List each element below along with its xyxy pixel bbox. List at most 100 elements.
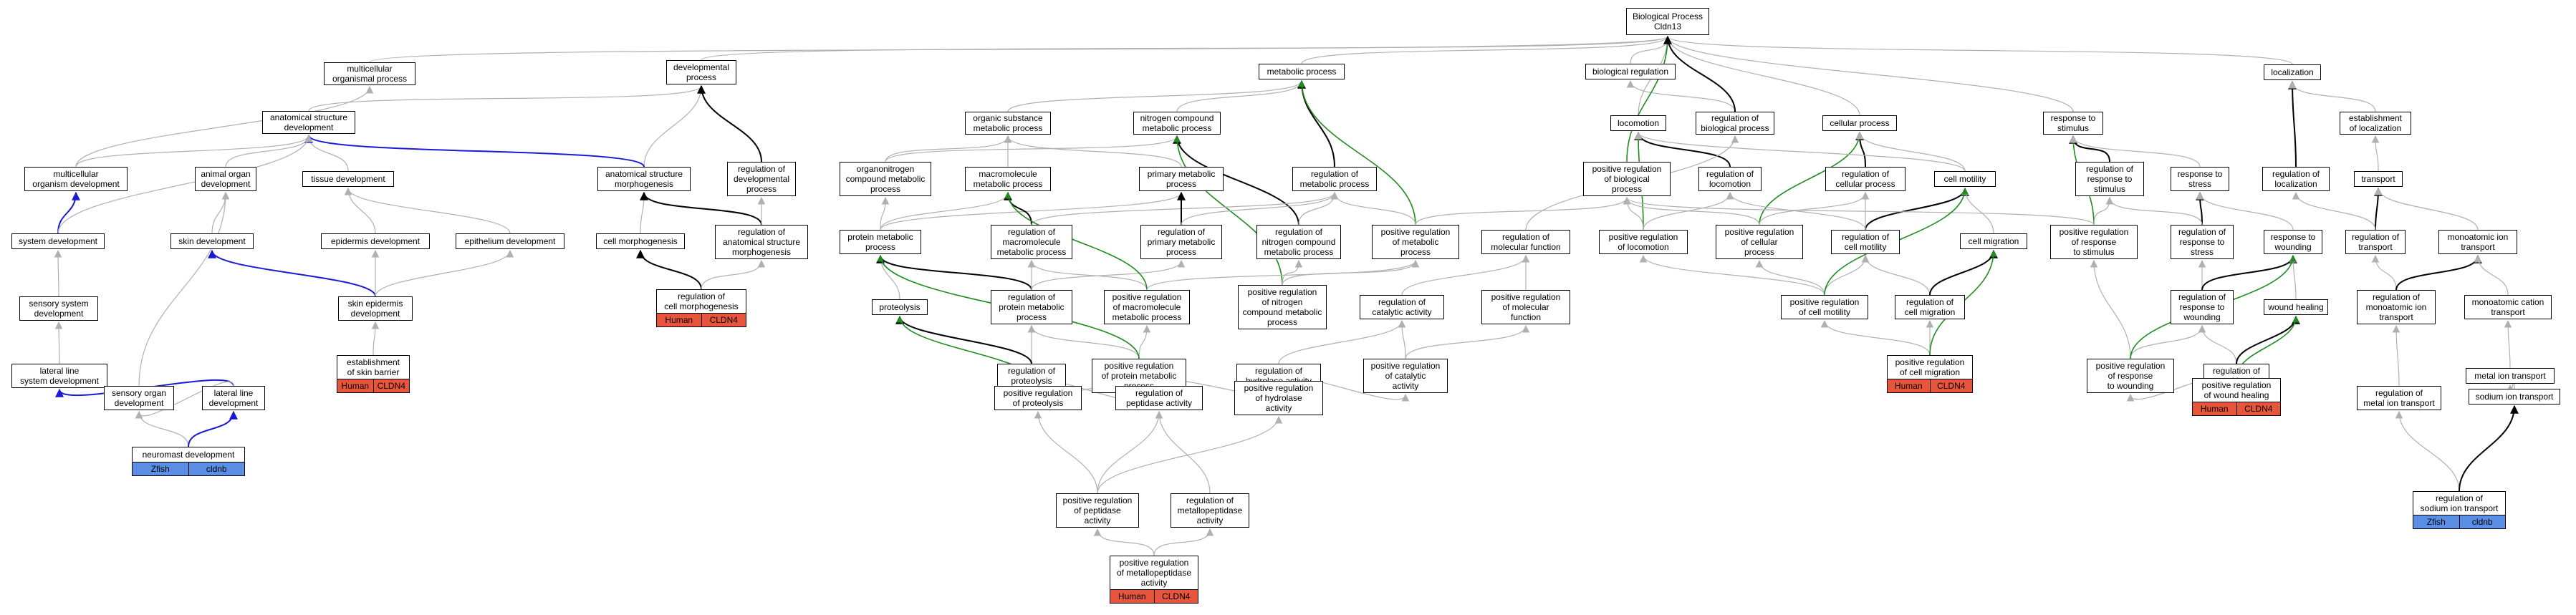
node-regulation-of-protein-metabolic-process[interactable]: regulation of protein metabolic process	[991, 290, 1072, 324]
node-primary-metabolic-process[interactable]: primary metabolic process	[1139, 167, 1224, 191]
node-regulation-of-catalytic-activity[interactable]: regulation of catalytic activity	[1360, 295, 1444, 319]
node-positive-regulation-of-proteolysis[interactable]: positive regulation of proteolysis	[994, 386, 1082, 410]
node-epithelium-development[interactable]: epithelium development	[456, 233, 564, 249]
edge-positive-regulation-of-biological-process-to-bp	[1626, 36, 1671, 163]
node-localization[interactable]: localization	[2264, 64, 2321, 80]
node-animal-organ-development[interactable]: animal organ development	[195, 167, 256, 191]
node-epidermis-development[interactable]: epidermis development	[321, 233, 430, 249]
node-proteolysis[interactable]: proteolysis	[872, 299, 928, 315]
node-macromolecule-metabolic-process[interactable]: macromolecule metabolic process	[965, 167, 1051, 191]
node-regulation-of-locomotion[interactable]: regulation of locomotion	[1698, 167, 1762, 191]
node-regulation-of-metallopeptidase-activity[interactable]: regulation of metallopeptidase activity	[1171, 493, 1249, 528]
annotation-reg-cell-morph: Human CLDN4	[656, 314, 746, 327]
edge-positive-regulation-of-nitrogen-compound-metabolic-process-to-positive-regulation-of-metabolic-process	[1282, 259, 1420, 286]
node-positive-regulation-of-hydrolase-activity[interactable]: positive regulation of hydrolase activit…	[1234, 381, 1323, 415]
node-monoatomic-cation-transport[interactable]: monoatomic cation transport	[2464, 295, 2552, 319]
edge-positive-regulation-of-protein-metabolic-process-to-positive-regulation-of-macromolecule-metabolic-process	[1138, 324, 1151, 359]
edge-regulation-of-wound-healing-to-regulation-of-response-to-wounding	[2198, 324, 2237, 364]
node-regulation-of-sodium-ion-transport[interactable]: regulation of sodium ion transport	[2413, 491, 2506, 515]
node-positive-regulation-of-cell-motility[interactable]: positive regulation of cell motility	[1781, 295, 1868, 319]
edge-transport-to-establishment-of-localization	[2371, 135, 2380, 172]
node-monoatomic-ion-transport[interactable]: monoatomic ion transport	[2438, 230, 2517, 254]
node-cell-motility[interactable]: cell motility	[1934, 171, 1996, 187]
node-regulation-of-anatomical-structure-morphogenesis[interactable]: regulation of anatomical structure morph…	[715, 225, 808, 259]
node-positive-regulation-of-peptidase-activity[interactable]: positive regulation of peptidase activit…	[1056, 493, 1139, 528]
node-positive-regulation-of-catalytic-activity[interactable]: positive regulation of catalytic activit…	[1363, 359, 1448, 393]
node-regulation-of-response-to-stimulus[interactable]: regulation of response to stimulus	[2075, 162, 2144, 196]
node-tissue-development[interactable]: tissue development	[302, 171, 394, 187]
node-regulation-of-localization[interactable]: regulation of localization	[2262, 167, 2330, 191]
node-organonitrogen-compound-metabolic-process[interactable]: organonitrogen compound metabolic proces…	[840, 162, 931, 196]
node-regulation-of-primary-metabolic-process[interactable]: regulation of primary metabolic process	[1140, 225, 1222, 259]
node-positive-regulation-of-cellular-process[interactable]: positive regulation of cellular process	[1716, 225, 1803, 259]
node-positive-regulation-of-metabolic-process[interactable]: positive regulation of metabolic process	[1372, 225, 1459, 259]
node-neuromast-development[interactable]: neuromast development	[132, 447, 245, 463]
node-regulation-of-molecular-function[interactable]: regulation of molecular function	[1481, 230, 1570, 254]
node-positive-regulation-of-wound-healing[interactable]: positive regulation of wound healing	[2192, 378, 2281, 402]
node-metal-ion-transport[interactable]: metal ion transport	[2466, 368, 2555, 384]
node-developmental-process[interactable]: developmental process	[666, 60, 736, 84]
node-sensory-system-development[interactable]: sensory system development	[19, 296, 98, 321]
node-response-to-stimulus[interactable]: response to stimulus	[2043, 112, 2103, 135]
node-positive-regulation-of-molecular-function[interactable]: positive regulation of molecular functio…	[1481, 290, 1570, 324]
node-response-to-wounding[interactable]: response to wounding	[2264, 230, 2322, 254]
node-regulation-of-cell-morphogenesis[interactable]: regulation of cell morphogenesis	[656, 289, 746, 314]
node-cell-morphogenesis[interactable]: cell morphogenesis	[596, 233, 685, 249]
node-regulation-of-metal-ion-transport[interactable]: regulation of metal ion transport	[2357, 386, 2441, 410]
node-regulation-of-response-to-stress[interactable]: regulation of response to stress	[2171, 225, 2234, 259]
node-lateral-line-development[interactable]: lateral line development	[202, 386, 265, 410]
node-positive-regulation-of-locomotion[interactable]: positive regulation of locomotion	[1599, 230, 1688, 254]
node-positive-regulation-of-nitrogen-compound-metabolic-process[interactable]: positive regulation of nitrogen compound…	[1238, 285, 1327, 329]
edge-cellular-process-to-bp	[1663, 35, 1860, 116]
edge-regulation-of-primary-metabolic-process-to-regulation-of-metabolic-process	[1181, 191, 1339, 226]
edge-regulation-of-anatomical-structure-morphogenesis-to-anatomical-structure-morphogenesis	[640, 191, 762, 226]
node-sensory-organ-development[interactable]: sensory organ development	[104, 386, 174, 410]
edge-regulation-of-nitrogen-compound-metabolic-process-to-regulation-of-metabolic-process	[1298, 191, 1339, 226]
node-regulation-of-peptidase-activity[interactable]: regulation of peptidase activity	[1115, 386, 1203, 410]
node-nitrogen-compound-metabolic-process[interactable]: nitrogen compound metabolic process	[1133, 112, 1221, 135]
node-regulation-of-biological-process[interactable]: regulation of biological process	[1696, 112, 1774, 135]
node-positive-regulation-of-response-to-wounding[interactable]: positive regulation of response to wound…	[2087, 359, 2174, 393]
node-regulation-of-cellular-process[interactable]: regulation of cellular process	[1825, 167, 1905, 191]
node-skin-epidermis-development[interactable]: skin epidermis development	[338, 296, 413, 321]
node-regulation-of-nitrogen-compound-metabolic-process[interactable]: regulation of nitrogen compound metaboli…	[1256, 225, 1341, 259]
node-metabolic-process[interactable]: metabolic process	[1259, 64, 1345, 79]
node-regulation-of-cell-motility[interactable]: regulation of cell motility	[1831, 230, 1900, 254]
node-bp[interactable]: Biological Process Cldn13	[1626, 8, 1709, 35]
node-regulation-of-developmental-process[interactable]: regulation of developmental process	[727, 162, 796, 196]
node-positive-regulation-of-response-to-stimulus[interactable]: positive regulation of response to stimu…	[2050, 225, 2138, 259]
node-multicellular-organismal-process[interactable]: multicellular organismal process	[324, 62, 415, 85]
node-cell-migration[interactable]: cell migration	[1960, 233, 2027, 249]
node-biological-regulation[interactable]: biological regulation	[1585, 64, 1676, 79]
node-response-to-stress[interactable]: response to stress	[2171, 167, 2229, 191]
node-multicellular-organism-development[interactable]: multicellular organism development	[24, 167, 128, 191]
node-positive-regulation-of-metallopeptidase-activity[interactable]: positive regulation of metallopeptidase …	[1110, 556, 1198, 590]
edge-anatomical-structure-development-to-developmental-process	[308, 84, 706, 112]
node-establishment-of-localization[interactable]: establishment of localization	[2340, 112, 2411, 135]
node-positive-regulation-of-cell-migration[interactable]: positive regulation of cell migration	[1887, 355, 1973, 379]
node-positive-regulation-of-biological-process[interactable]: positive regulation of biological proces…	[1583, 162, 1671, 196]
node-protein-metabolic-process[interactable]: protein metabolic process	[840, 230, 921, 254]
node-anatomical-structure-morphogenesis[interactable]: anatomical structure morphogenesis	[597, 167, 691, 191]
node-regulation-of-transport[interactable]: regulation of transport	[2345, 230, 2406, 254]
node-skin-development[interactable]: skin development	[170, 233, 254, 249]
edge-response-to-wounding-to-response-to-stress	[2196, 191, 2294, 231]
node-regulation-of-proteolysis[interactable]: regulation of proteolysis	[997, 364, 1066, 388]
node-regulation-of-monoatomic-ion-transport[interactable]: regulation of monoatomic ion transport	[2357, 290, 2436, 324]
node-sodium-ion-transport[interactable]: sodium ion transport	[2469, 389, 2560, 405]
node-anatomical-structure-development[interactable]: anatomical structure development	[262, 111, 355, 134]
node-establishment-of-skin-barrier[interactable]: establishment of skin barrier	[337, 355, 410, 379]
node-transport[interactable]: transport	[2354, 171, 2403, 187]
node-regulation-of-metabolic-process[interactable]: regulation of metabolic process	[1292, 167, 1377, 191]
node-cellular-process[interactable]: cellular process	[1822, 115, 1897, 131]
node-system-development[interactable]: system development	[11, 233, 105, 249]
node-locomotion[interactable]: locomotion	[1610, 115, 1666, 131]
node-organic-substance-metabolic-process[interactable]: organic substance metabolic process	[965, 112, 1051, 135]
node-regulation-of-macromolecule-metabolic-process[interactable]: regulation of macromolecule metabolic pr…	[991, 225, 1072, 259]
node-regulation-of-response-to-wounding[interactable]: regulation of response to wounding	[2171, 290, 2234, 324]
node-positive-regulation-of-macromolecule-metabolic-process[interactable]: positive regulation of macromolecule met…	[1104, 290, 1190, 324]
node-regulation-of-cell-migration[interactable]: regulation of cell migration	[1895, 295, 1965, 319]
node-wound-healing[interactable]: wound healing	[2264, 299, 2328, 315]
node-lateral-line-system-development[interactable]: lateral line system development	[11, 364, 107, 388]
edge-regulation-of-monoatomic-ion-transport-to-regulation-of-transport	[2371, 254, 2397, 291]
